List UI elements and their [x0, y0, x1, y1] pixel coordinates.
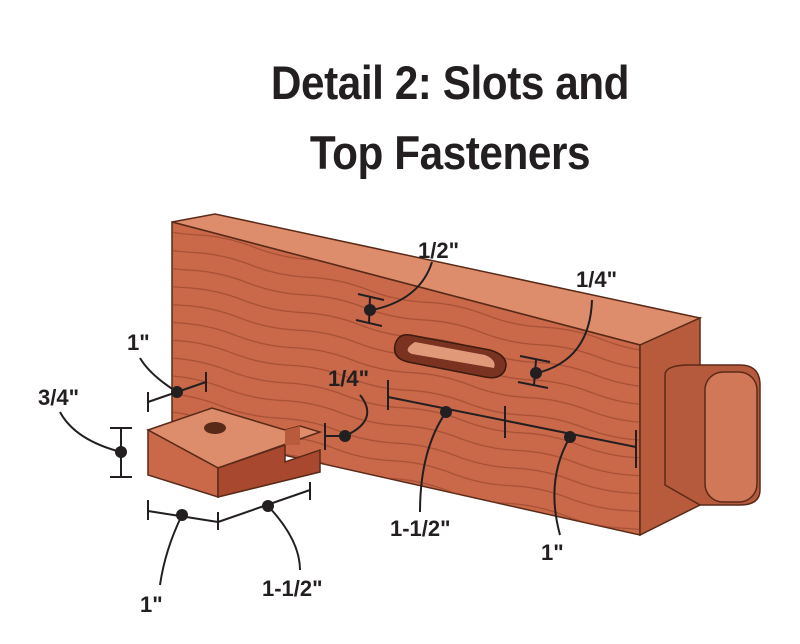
label-block-length: 1-1/2" — [262, 576, 323, 601]
label-slot-end-offset: 1" — [541, 540, 564, 565]
slot — [393, 333, 507, 379]
fastener-block — [146, 407, 323, 499]
label-slot-length: 1-1/2" — [390, 516, 451, 541]
tenon — [664, 364, 761, 506]
label-notch-depth: 1/4" — [328, 366, 369, 391]
dimension-dots — [115, 304, 576, 521]
label-slot-offset: 1/4" — [576, 267, 617, 292]
label-block-width: 1" — [127, 330, 150, 355]
diagram-title-line2: Top Fasteners — [309, 126, 591, 179]
dimension-lines — [59, 261, 637, 586]
label-slot-width: 1/2" — [418, 238, 459, 263]
label-block-depth: 1" — [140, 592, 163, 617]
label-block-height: 3/4" — [38, 385, 79, 410]
diagram-title-line1: Detail 2: Slots and — [270, 56, 630, 109]
